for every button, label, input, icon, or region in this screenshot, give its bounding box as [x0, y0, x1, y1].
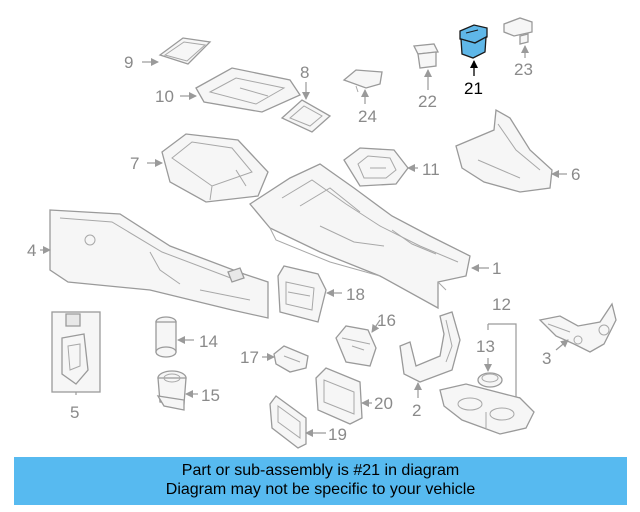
part-19-mat	[269, 395, 307, 449]
label-10: 10	[155, 87, 174, 106]
label-22: 22	[418, 92, 437, 111]
label-17: 17	[240, 348, 259, 367]
parts-diagram: 9 10 8 24 22 21 23	[27, 17, 617, 449]
label-5: 5	[70, 403, 79, 422]
part-18-module	[277, 265, 327, 323]
part-21-highlighted	[459, 24, 488, 59]
part-16-bin	[335, 325, 377, 367]
part-3-bracket	[538, 302, 617, 353]
caption-line-1: Part or sub-assembly is #21 in diagram	[181, 462, 460, 479]
label-21: 21	[464, 79, 483, 98]
label-7: 7	[130, 154, 139, 173]
part-12-cup-holder	[439, 383, 535, 435]
part-5-bracket	[51, 311, 101, 393]
label-14: 14	[199, 332, 218, 351]
label-19: 19	[328, 425, 347, 444]
caption-banner: Part or sub-assembly is #21 in diagram D…	[14, 457, 627, 505]
part-17-bracket	[273, 345, 309, 373]
part-1-console	[249, 163, 471, 310]
label-6: 6	[571, 165, 580, 184]
label-12: 12	[492, 295, 511, 314]
label-4: 4	[27, 241, 36, 260]
part-15-socket	[156, 370, 187, 411]
part-24-cover	[342, 69, 383, 93]
part-20-panel	[315, 367, 363, 425]
part-9-pad	[158, 37, 212, 65]
label-24: 24	[358, 107, 377, 126]
part-11-shifter-trim	[343, 147, 409, 187]
leader-3	[555, 339, 569, 351]
label-13: 13	[476, 337, 495, 356]
part-6-side-trim	[455, 108, 553, 193]
leader-16	[371, 319, 381, 333]
part-4-side-panel	[49, 209, 269, 319]
label-20: 20	[374, 394, 393, 413]
part-2-bracket	[399, 311, 461, 383]
label-8: 8	[300, 63, 309, 82]
part-8-mat	[280, 99, 332, 133]
part-7-tray	[161, 133, 269, 203]
part-13-insert	[477, 372, 503, 388]
part-10-trim-plate	[195, 67, 301, 113]
label-3: 3	[542, 349, 551, 368]
label-2: 2	[412, 401, 421, 420]
caption-line-2: Diagram may not be specific to your vehi…	[165, 481, 476, 498]
label-15: 15	[201, 386, 220, 405]
label-1: 1	[492, 259, 501, 278]
label-16: 16	[377, 311, 396, 330]
leader-12	[488, 323, 517, 398]
label-9: 9	[124, 53, 133, 72]
label-23: 23	[514, 60, 533, 79]
label-18: 18	[346, 285, 365, 304]
label-11: 11	[422, 160, 440, 179]
part-14-outlet	[155, 316, 177, 358]
part-22-switch	[412, 43, 440, 69]
part-23-cap	[503, 17, 533, 45]
